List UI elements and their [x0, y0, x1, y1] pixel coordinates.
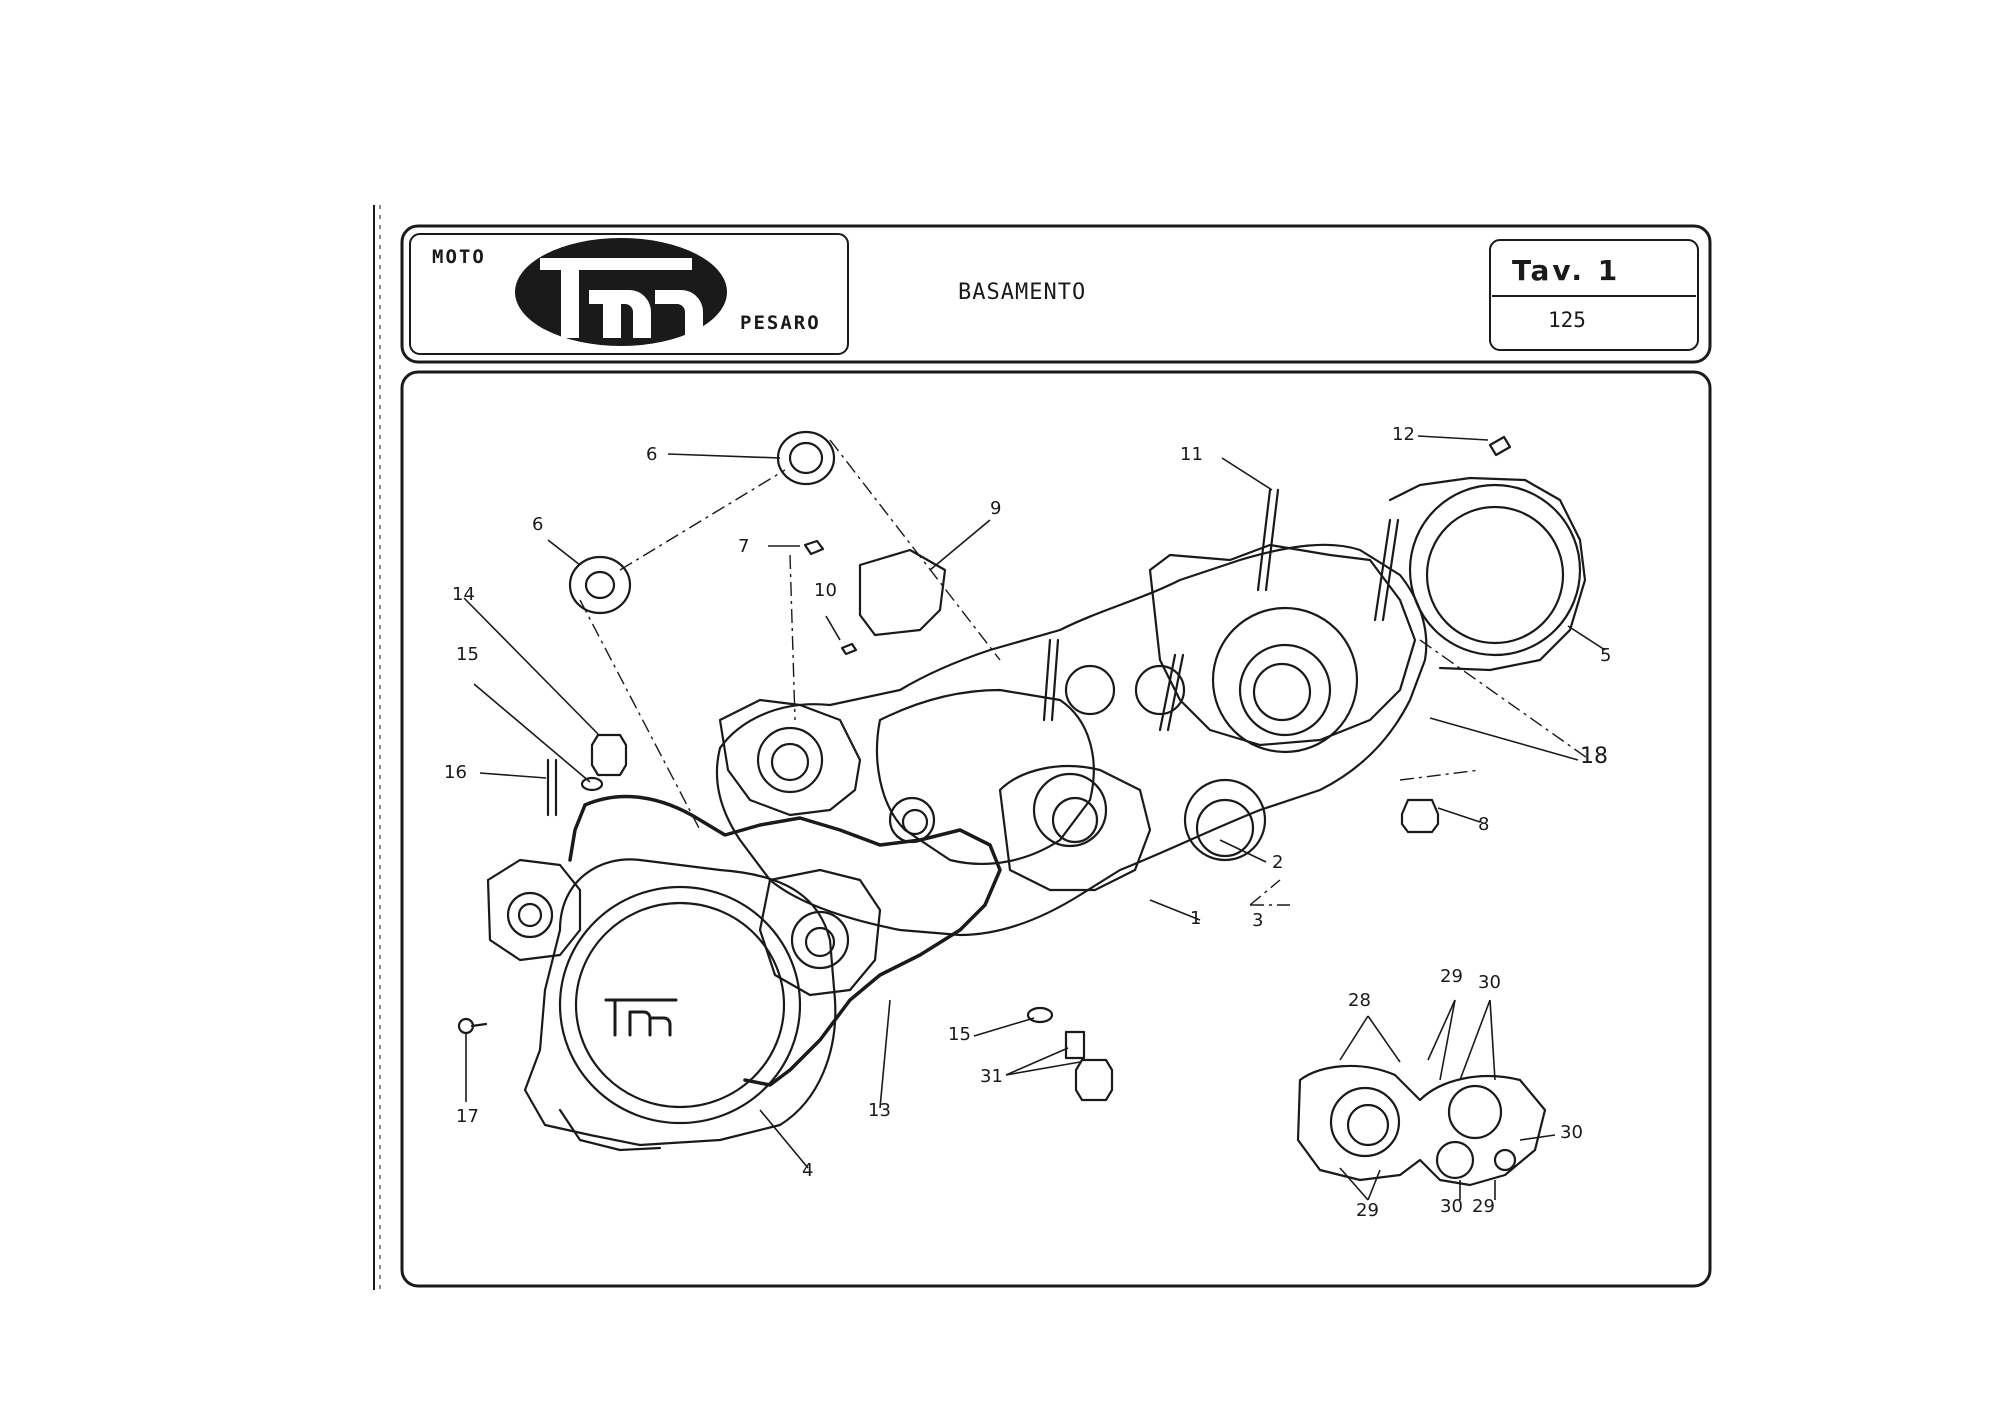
callout-10: 10: [814, 580, 837, 601]
callout-30-bottom: 30: [1440, 1196, 1463, 1217]
callout-17: 17: [456, 1106, 479, 1127]
callout-18: 18: [1580, 744, 1608, 769]
callout-1: 1: [1190, 908, 1202, 929]
callout-14: 14: [452, 584, 475, 605]
callout-9: 9: [990, 498, 1002, 519]
callout-4: 4: [802, 1160, 814, 1181]
callout-11: 11: [1180, 444, 1203, 465]
callout-29-bottom-left: 29: [1356, 1200, 1379, 1221]
callout-2: 2: [1272, 852, 1284, 873]
callout-31: 31: [980, 1066, 1003, 1087]
callout-5: 5: [1600, 645, 1612, 666]
callout-15-left: 15: [456, 644, 479, 665]
callout-6-top: 6: [646, 444, 658, 465]
model-number: 125: [1548, 308, 1586, 332]
callout-12: 12: [1392, 424, 1415, 445]
callout-29-bottom-right: 29: [1472, 1196, 1495, 1217]
drawing-title: BASAMENTO: [958, 280, 1087, 305]
brand-pesaro-label: PESARO: [740, 312, 821, 334]
callout-3: 3: [1252, 910, 1264, 931]
callout-16: 16: [444, 762, 467, 783]
callout-30-right: 30: [1560, 1122, 1583, 1143]
table-number: Tav. 1: [1512, 254, 1621, 287]
callout-6-left: 6: [532, 514, 544, 535]
callout-7: 7: [738, 536, 750, 557]
callout-15-bottom: 15: [948, 1024, 971, 1045]
callout-29-top: 29: [1440, 966, 1463, 987]
callout-8: 8: [1478, 814, 1490, 835]
callout-30-top: 30: [1478, 972, 1501, 993]
callout-28: 28: [1348, 990, 1371, 1011]
callout-13: 13: [868, 1100, 891, 1121]
brand-moto-label: MOTO: [432, 246, 486, 268]
